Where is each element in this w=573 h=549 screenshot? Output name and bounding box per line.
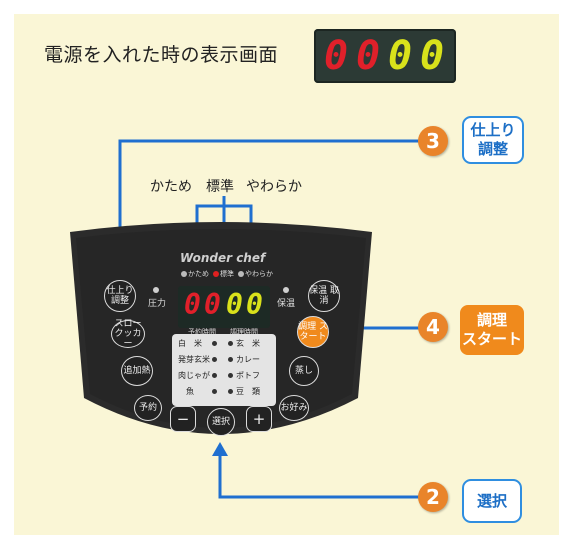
- menu-item: 白 米: [178, 339, 202, 348]
- display-digit: 0: [356, 33, 381, 79]
- katame-indicator-led: [181, 271, 187, 277]
- step-3-badge: 3: [418, 126, 448, 156]
- menu-led: [228, 373, 233, 378]
- display-digit: 0: [324, 33, 349, 79]
- keep-warm-cancel-button[interactable]: 保温 取消: [308, 280, 340, 312]
- display-digit: 0: [388, 33, 413, 79]
- reheat-button[interactable]: 追加熱: [121, 356, 153, 386]
- menu-led: [228, 357, 233, 362]
- label-hyoujun: 標準: [206, 179, 234, 195]
- brand-logo: Wonder chef: [180, 251, 266, 265]
- step-4-badge: 4: [418, 312, 448, 342]
- step-2-badge: 2: [418, 482, 448, 512]
- minus-button[interactable]: −: [170, 406, 196, 432]
- lcd-digit: 0: [246, 288, 263, 321]
- panel-lcd: 0 0 0 0: [178, 286, 270, 328]
- label-yawaraka: やわらか: [246, 179, 302, 195]
- select-callout: 選択: [462, 479, 522, 523]
- lcd-digit: 0: [204, 288, 221, 321]
- lcd-digit: 0: [184, 288, 201, 321]
- label-katame: かため: [150, 179, 192, 195]
- page-title: 電源を入れた時の表示画面: [44, 44, 279, 66]
- menu-item: 発芽玄米: [178, 355, 210, 364]
- menu-item: カレー: [236, 355, 260, 364]
- pressure-led: [153, 287, 159, 293]
- adjust-button[interactable]: 仕上り 調整: [104, 280, 136, 312]
- timer-button[interactable]: 予約: [134, 395, 162, 421]
- start-callout-line1: 調理: [476, 311, 507, 329]
- steam-button[interactable]: 蒸し: [289, 356, 319, 386]
- adjust-callout-line2: 調整: [477, 140, 508, 158]
- keep-warm-led: [283, 287, 289, 293]
- hyoujun-indicator-led: [213, 271, 219, 277]
- menu-item: ポトフ: [236, 371, 260, 380]
- yawaraka-indicator-label: やわらか: [245, 270, 273, 278]
- menu-led: [212, 357, 217, 362]
- slow-cooker-button[interactable]: スロー クッカー: [111, 319, 145, 349]
- menu-item: 肉じゃが: [178, 371, 210, 380]
- start-callout: 調理 スタート: [460, 305, 524, 355]
- yawaraka-indicator-led: [238, 271, 244, 277]
- power-on-display: 0 0 0 0: [314, 29, 456, 83]
- start-button[interactable]: 調理 スタート: [297, 316, 329, 348]
- lcd-tab-timer: 予約時間: [188, 328, 216, 336]
- favorite-button[interactable]: お好み: [279, 395, 309, 421]
- adjust-callout-line1: 仕上り: [470, 121, 516, 139]
- select-button[interactable]: 選択: [207, 408, 235, 436]
- menu-led: [212, 373, 217, 378]
- lcd-digit: 0: [226, 288, 243, 321]
- menu-list: 白 米 玄 米 発芽玄米 カレー 肉じゃが ポトフ 魚 豆 類: [172, 334, 276, 406]
- menu-item: 豆 類: [236, 387, 260, 396]
- plus-button[interactable]: +: [246, 406, 272, 432]
- menu-led: [228, 341, 233, 346]
- pressure-label: 圧力: [148, 299, 167, 309]
- adjust-callout: 仕上り 調整: [462, 116, 524, 164]
- start-callout-line2: スタート: [462, 330, 523, 348]
- menu-led: [228, 389, 233, 394]
- menu-item: 魚: [186, 387, 194, 396]
- menu-led: [212, 389, 217, 394]
- keep-warm-label: 保温: [277, 299, 296, 309]
- display-digit: 0: [420, 33, 445, 79]
- hyoujun-indicator-label: 標準: [220, 270, 234, 278]
- menu-led: [212, 341, 217, 346]
- lcd-tab-cook: 調理時間: [230, 328, 258, 336]
- katame-indicator-label: かため: [188, 270, 209, 278]
- menu-item: 玄 米: [236, 339, 260, 348]
